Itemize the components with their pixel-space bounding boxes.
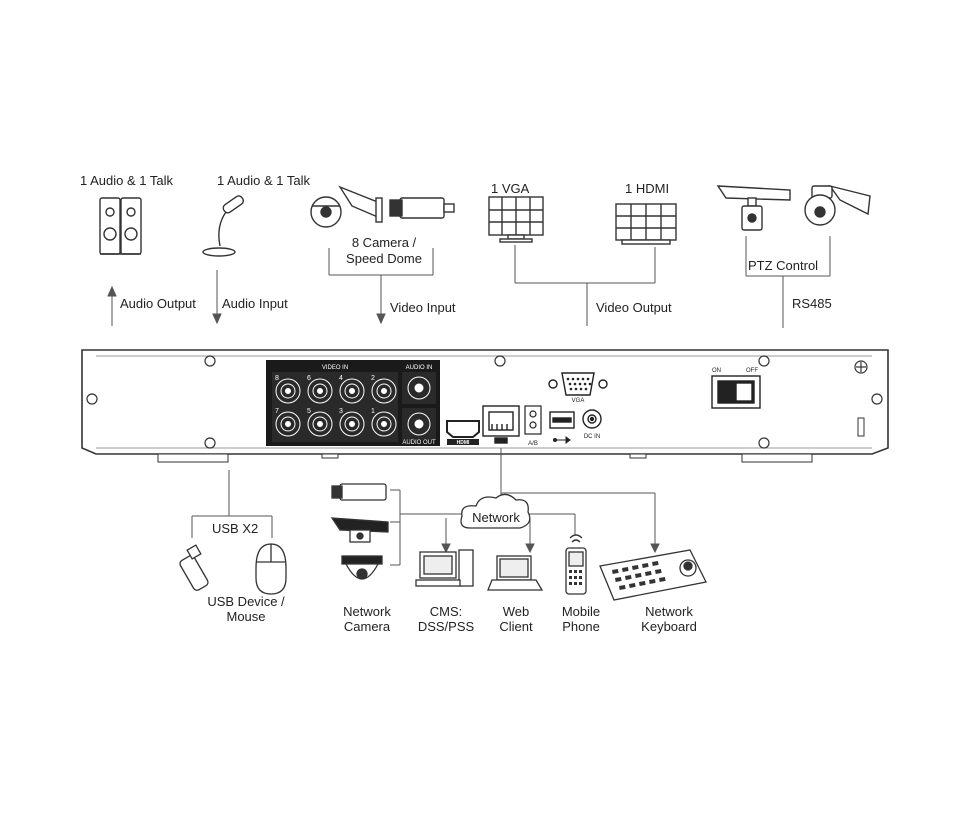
power-off-label: OFF [746, 368, 758, 374]
network-keyboard-label-line2: Keyboard [641, 619, 697, 634]
bnc-connector [339, 411, 365, 437]
network-camera-label-line1: Network [343, 604, 391, 619]
mouse-icon [255, 543, 287, 595]
network-keyboard-label-line1: Network [645, 604, 693, 619]
bnc-connector [307, 378, 333, 404]
network-label: Network [472, 510, 520, 525]
rs485-terminal [524, 405, 542, 435]
audio-input-label: Audio Input [222, 296, 288, 311]
network-cloud-icon [460, 493, 531, 529]
usb-stick-icon [179, 544, 209, 591]
mobile-phone-icon [565, 534, 587, 595]
hdmi-top-label: 1 HDMI [625, 181, 670, 196]
hdmi-port [446, 420, 480, 445]
cms-label-line2: DSS/PSS [417, 619, 475, 634]
bnc-connector [307, 411, 333, 437]
vga-port-label: VGA [572, 398, 585, 404]
usb-icon [553, 436, 571, 444]
dc-in-label: DC IN [584, 434, 600, 440]
camera-label-line1: 8 Camera / [351, 235, 417, 250]
network-camera-label-line2: Camera [343, 619, 391, 634]
usb-port [549, 411, 575, 429]
box-camera-icon [389, 197, 455, 219]
bnc-number: 3 [339, 408, 343, 415]
network-keyboard-icon [599, 549, 707, 601]
audio-talk-input-label: 1 Audio & 1 Talk [217, 173, 310, 188]
microphone-icon [202, 195, 245, 257]
audio-talk-output-label: 1 Audio & 1 Talk [80, 173, 173, 188]
ptz-control-label: PTZ Control [748, 258, 819, 273]
speaker-icon [99, 197, 142, 255]
bnc-number: 5 [307, 408, 311, 415]
bnc-connector [339, 378, 365, 404]
ptz-camera-icon [716, 185, 791, 231]
bnc-connector [371, 411, 397, 437]
usb-device-label-line1: USB Device / [207, 594, 285, 609]
bnc-number: 4 [339, 375, 343, 382]
bnc-connector [371, 378, 397, 404]
hdmi-label: HDMI [457, 440, 470, 446]
bnc-connectors [275, 376, 431, 437]
network-bullet-camera-icon [331, 483, 387, 501]
power-on-label: ON [712, 368, 721, 374]
audio-in-label: AUDIO IN [406, 365, 433, 371]
ethernet-port [482, 405, 520, 444]
bnc-number: 1 [371, 408, 375, 415]
speed-dome-camera-icon [310, 185, 383, 228]
bnc-number: 7 [275, 408, 279, 415]
usb-x2-label: USB X2 [212, 521, 259, 536]
bnc-number: 2 [371, 375, 375, 382]
hdmi-monitor-icon [615, 203, 677, 245]
vga-monitor-icon [488, 196, 544, 243]
laptop-icon [487, 555, 544, 591]
ab-label: A/B [528, 441, 538, 447]
vga-top-label: 1 VGA [491, 181, 530, 196]
vga-port [548, 372, 608, 396]
usb-device-label-line2: Mouse [226, 609, 266, 624]
video-output-label: Video Output [596, 300, 672, 315]
power-switch [711, 375, 761, 409]
web-client-label-line1: Web [502, 604, 530, 619]
network-ptz-camera-icon [330, 517, 389, 543]
mobile-phone-label-line2: Phone [562, 619, 600, 634]
bnc-connector [275, 378, 301, 404]
bnc-number: 6 [307, 375, 311, 382]
rs485-label: RS485 [792, 296, 832, 311]
video-input-label: Video Input [390, 300, 456, 315]
audio-out-label: AUDIO OUT [402, 440, 436, 446]
dc-in-port [582, 409, 602, 429]
audio-output-label: Audio Output [120, 296, 196, 311]
rca-audio-out [407, 412, 431, 436]
rca-audio-in [407, 376, 431, 400]
web-client-label-line2: Client [499, 619, 533, 634]
desktop-pc-icon [415, 549, 474, 587]
cms-label-line1: CMS: [429, 604, 463, 619]
top-connector-lines [107, 236, 831, 328]
video-in-label: VIDEO IN [322, 365, 348, 371]
bnc-number: 8 [275, 375, 279, 382]
speed-dome-right-icon [804, 184, 871, 226]
bnc-numbers: 8 6 4 2 7 5 3 1 [275, 375, 375, 415]
mobile-phone-label-line1: Mobile [561, 604, 601, 619]
bnc-connector [275, 411, 301, 437]
camera-label-line2: Speed Dome [346, 251, 422, 266]
network-dome-camera-icon [341, 555, 383, 580]
